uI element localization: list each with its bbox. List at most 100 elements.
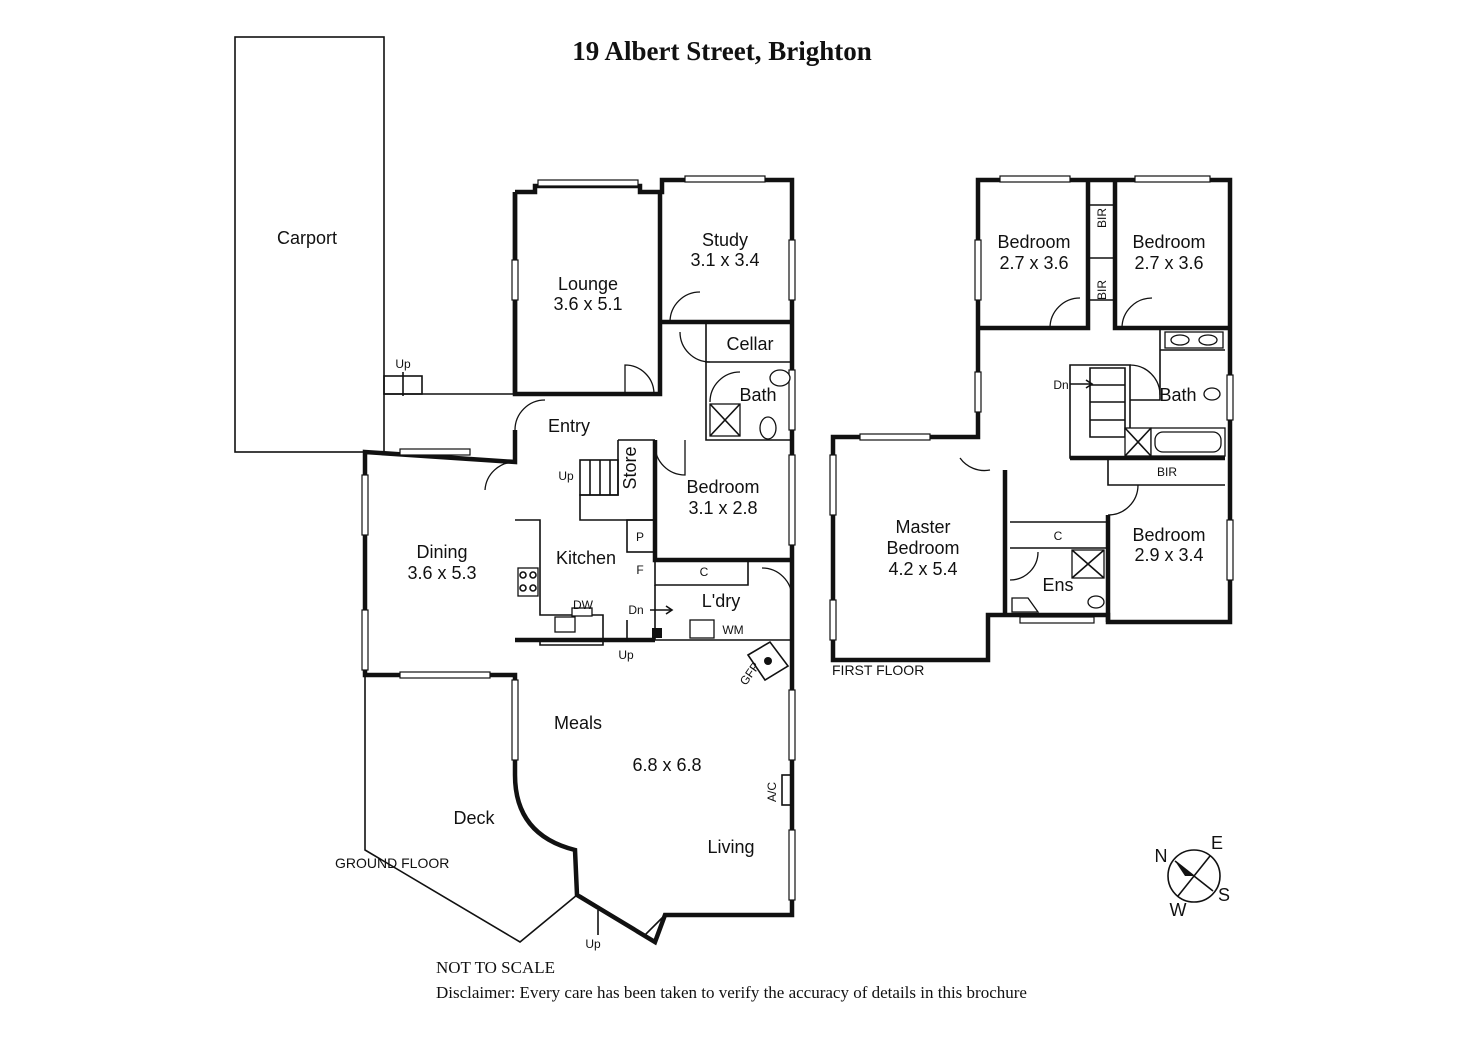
first-linen [1010,521,1108,549]
linen-label: C [700,565,709,579]
window [1226,374,1234,421]
first-bath-label: Bath [1159,385,1196,405]
ground-stair-up-label: Up [558,469,574,483]
store-label: Store [620,446,640,489]
first-linen-label: C [1054,529,1063,543]
window [974,371,982,413]
door-swing [1049,297,1081,329]
door-swing [624,364,655,395]
door-swing [761,567,793,599]
bir-dividers [1088,204,1115,301]
window [829,599,837,641]
lounge-size: 3.6 x 5.1 [553,294,622,314]
window [537,179,639,187]
bedroom-b-label: Bedroom [1132,232,1205,252]
window [788,369,796,431]
first-floor-label: FIRST FLOOR [832,662,924,678]
cellar-label: Cellar [726,334,773,354]
bedroom-a-size: 2.7 x 3.6 [999,253,1068,273]
door-swing [1121,297,1153,329]
door-swing [1129,364,1161,396]
laundry-down-label: Dn [628,603,643,617]
laundry-tub [652,628,662,638]
door-swing [514,399,546,431]
living-size: 6.8 x 6.8 [632,755,701,775]
toilet [759,416,777,440]
ground-floor-label: GROUND FLOOR [335,855,449,871]
master-size: 4.2 x 5.4 [888,559,957,579]
meals-up-label: Up [618,648,634,662]
washing-machine-label: WM [722,623,743,637]
deck-outline [364,675,578,943]
door-swing [679,331,711,363]
ground-floor [234,36,796,946]
dishwasher [571,607,593,617]
kitchen-label: Kitchen [556,548,616,568]
carport-up-label: Up [395,357,411,371]
bedroom-b-size: 2.7 x 3.6 [1134,253,1203,273]
window [829,454,837,516]
fridge-label: F [636,563,643,577]
living-label: Living [707,837,754,857]
window [1226,519,1234,581]
window [361,609,369,671]
first-outer-wall [830,177,1233,663]
door-swing [959,457,991,472]
gas-fireplace [746,640,790,682]
bath-wall [705,362,792,441]
cooktop [517,567,539,597]
washing-machine [689,619,715,639]
bath-wall [1130,328,1225,401]
deck-label: Deck [453,808,495,828]
bir-1-label: BIR [1095,208,1109,228]
compass-e: E [1211,833,1223,853]
compass-rose [1167,849,1221,903]
bedroom-a-label: Bedroom [997,232,1070,252]
window [974,239,982,301]
window [1019,616,1095,624]
window [788,689,796,761]
laundry-label: L'dry [702,591,740,611]
bir-corridor [1107,458,1225,486]
pantry-label: P [636,530,644,544]
gfp-label: GFP [737,660,763,688]
dining-label: Dining [416,542,467,562]
window [999,175,1071,183]
basin [769,369,791,387]
first-toilet [1203,387,1221,401]
master-label: Master [895,517,950,537]
first-floor [829,175,1234,663]
pantry [626,519,656,553]
door-swing [709,371,741,403]
aircon-unit [781,774,793,806]
ground-bedroom-label: Bedroom [686,477,759,497]
ground-bedroom-size: 3.1 x 2.8 [688,498,757,518]
bedroom-c-size: 2.9 x 3.4 [1134,545,1203,565]
window [399,448,471,456]
bir-3-label: BIR [1157,465,1177,479]
first-stair-well [1069,364,1131,459]
ensuite-label: Ens [1042,575,1073,595]
window [511,259,519,301]
window [1134,175,1211,183]
door-swing [654,440,686,476]
lounge-label: Lounge [558,274,618,294]
ens-basin [1011,597,1040,613]
window [399,671,491,679]
sink [554,616,576,633]
ground-stair [579,459,619,496]
bay-window [579,894,666,937]
linen-cupboard [654,560,749,586]
carport-label: Carport [277,228,337,248]
door-swing [1107,484,1139,516]
dishwasher-label: DW [573,598,594,612]
bay-up-label: Up [585,937,601,951]
window [788,829,796,901]
bir-2-label: BIR [1095,280,1109,300]
compass-w: W [1170,900,1187,920]
property-address-title: 19 Albert Street, Brighton [572,36,871,66]
door-swing [1009,551,1039,581]
compass-n: N [1155,846,1168,866]
ens-toilet [1087,595,1105,609]
